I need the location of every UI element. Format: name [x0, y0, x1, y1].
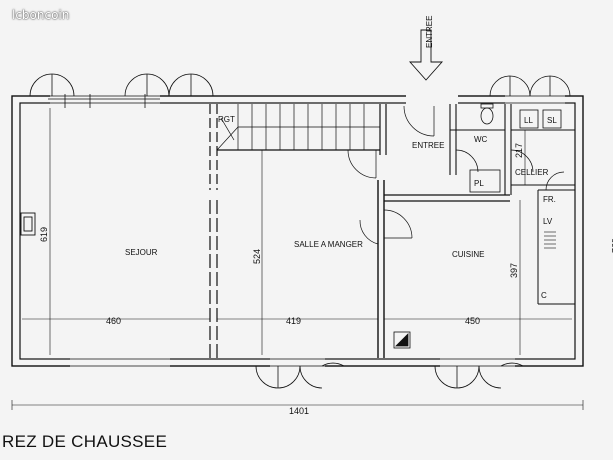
staircase	[216, 104, 380, 151]
fireplace-symbol	[20, 212, 36, 236]
room-label-cuisine: CUISINE	[452, 250, 484, 259]
dim-cuisine-height: 397	[509, 263, 519, 278]
dim-sejour-width: 460	[106, 316, 121, 326]
drain-symbol	[393, 331, 411, 349]
appliance-label-ll: LL	[524, 116, 533, 125]
room-label-rgt: RGT	[218, 115, 235, 124]
dim-total-width: 1401	[289, 406, 309, 416]
dim-salle-height: 524	[252, 249, 262, 264]
appliance-label-c: C	[541, 291, 547, 300]
interior-walls	[209, 104, 575, 358]
entry-arrow-label: ENTREE	[425, 16, 434, 48]
room-label-cellier: CELLIER	[515, 168, 549, 177]
laundry-boxes	[519, 109, 562, 129]
bottom-door-swings	[255, 362, 524, 389]
interior-door-swings	[347, 105, 565, 245]
appliance-label-lv: LV	[543, 217, 553, 226]
appliance-label-fr: FR.	[543, 195, 556, 204]
entry-arrow	[408, 29, 444, 81]
appliance-label-sl: SL	[547, 116, 557, 125]
plan-title: REZ DE CHAUSSEE	[2, 432, 168, 451]
room-label-entree: ENTREE	[412, 141, 444, 150]
room-label-pl: PL	[474, 179, 484, 188]
room-label-salle-a-manger: SALLE A MANGER	[294, 240, 363, 249]
dimension-lines	[11, 108, 584, 410]
watermark-logo: lcboncoin	[12, 8, 70, 22]
cooktop	[544, 231, 556, 249]
dim-cuisine-width: 450	[465, 316, 480, 326]
dim-salle-width: 419	[286, 316, 301, 326]
toilet-symbol	[469, 103, 501, 193]
top-door-swings	[29, 73, 571, 97]
room-label-wc: WC	[474, 135, 488, 144]
room-label-sejour: SEJOUR	[125, 248, 158, 257]
dim-entree-height: 217	[514, 143, 524, 158]
dim-edge-partial: 692	[610, 238, 613, 253]
dim-sejour-height: 619	[39, 227, 49, 242]
